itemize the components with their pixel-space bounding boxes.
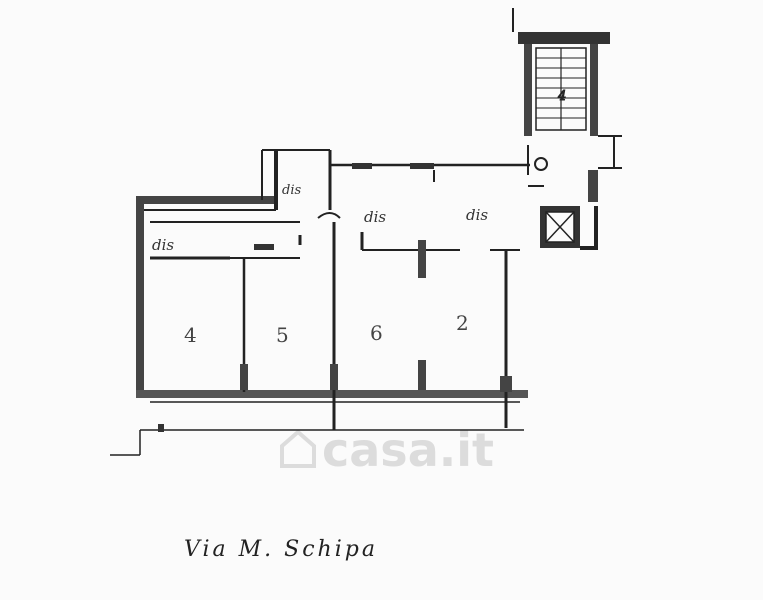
- closet-left-label: dis: [152, 236, 174, 254]
- house-icon: [280, 429, 316, 468]
- room-labels: 4 5 6 2 dis dis dis dis: [152, 183, 488, 347]
- outer-walls: [136, 149, 530, 403]
- staircase: 4: [512, 8, 622, 202]
- stair-mark: 4: [557, 89, 566, 104]
- partitions: [240, 212, 512, 430]
- room-6-label: 6: [370, 321, 383, 345]
- landing: [527, 145, 598, 250]
- street-label: Via M. Schipa: [184, 537, 378, 562]
- room-5-label: 5: [276, 323, 289, 347]
- room-2-label: 2: [456, 311, 469, 335]
- room-4-label: 4: [184, 323, 197, 347]
- closet-right-label: dis: [466, 206, 488, 224]
- closet-corridor-label: dis: [364, 208, 386, 226]
- watermark-text: casa.it: [322, 423, 494, 477]
- closet-top-label: dis: [282, 183, 301, 198]
- watermark: casa.it: [280, 423, 494, 477]
- base-lines: [110, 424, 524, 456]
